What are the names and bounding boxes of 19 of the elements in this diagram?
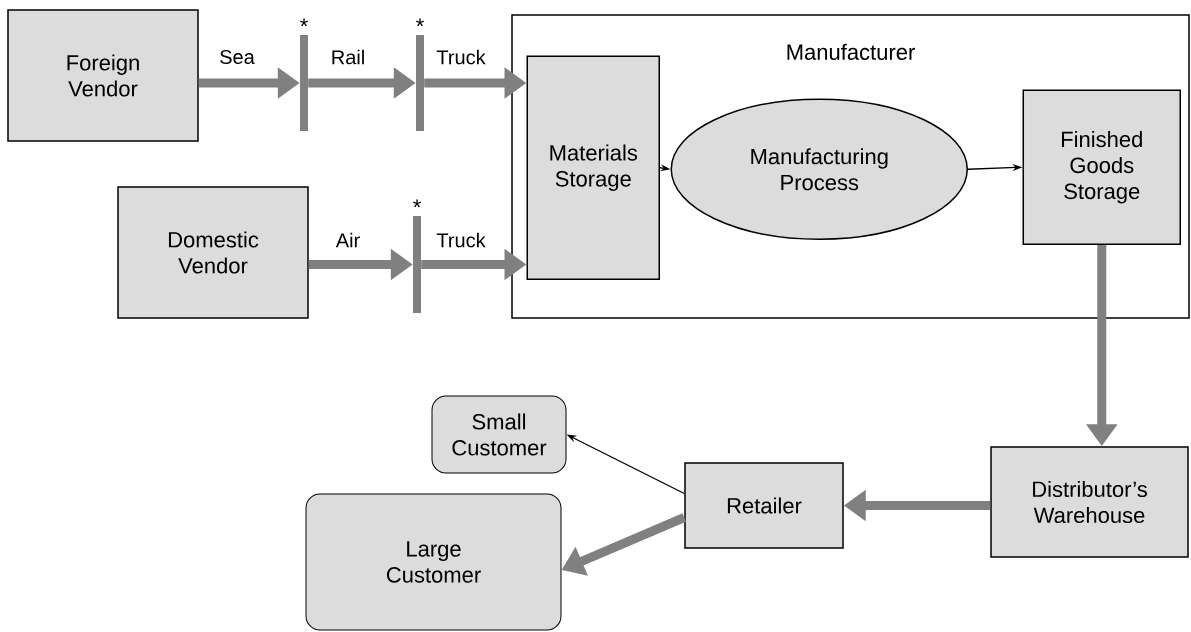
edge-label: Rail bbox=[332, 49, 364, 65]
transfer-bar bbox=[416, 35, 424, 131]
customer-box: Large Customer bbox=[305, 493, 562, 631]
transfer-mark: * bbox=[416, 18, 424, 27]
storage-box: Finished Goods Storage bbox=[1022, 89, 1181, 245]
retailer-box: Retailer bbox=[684, 462, 844, 549]
edge-label: Sea bbox=[220, 49, 255, 65]
edge-label: Air bbox=[335, 232, 360, 248]
vendor-box: Domestic Vendor bbox=[117, 186, 309, 319]
transfer-bar bbox=[413, 216, 421, 313]
storage-box: Materials Storage bbox=[526, 55, 660, 280]
edge-label: Truck bbox=[436, 232, 486, 248]
vendor-box: Foreign Vendor bbox=[7, 9, 199, 142]
edge-label: Truck bbox=[436, 49, 486, 65]
warehouse-box: Distributor’s Warehouse bbox=[990, 446, 1189, 558]
transfer-mark: * bbox=[413, 199, 421, 208]
transfer-mark: * bbox=[300, 18, 308, 27]
customer-box: Small Customer bbox=[431, 395, 567, 474]
transfer-bar bbox=[300, 35, 308, 131]
